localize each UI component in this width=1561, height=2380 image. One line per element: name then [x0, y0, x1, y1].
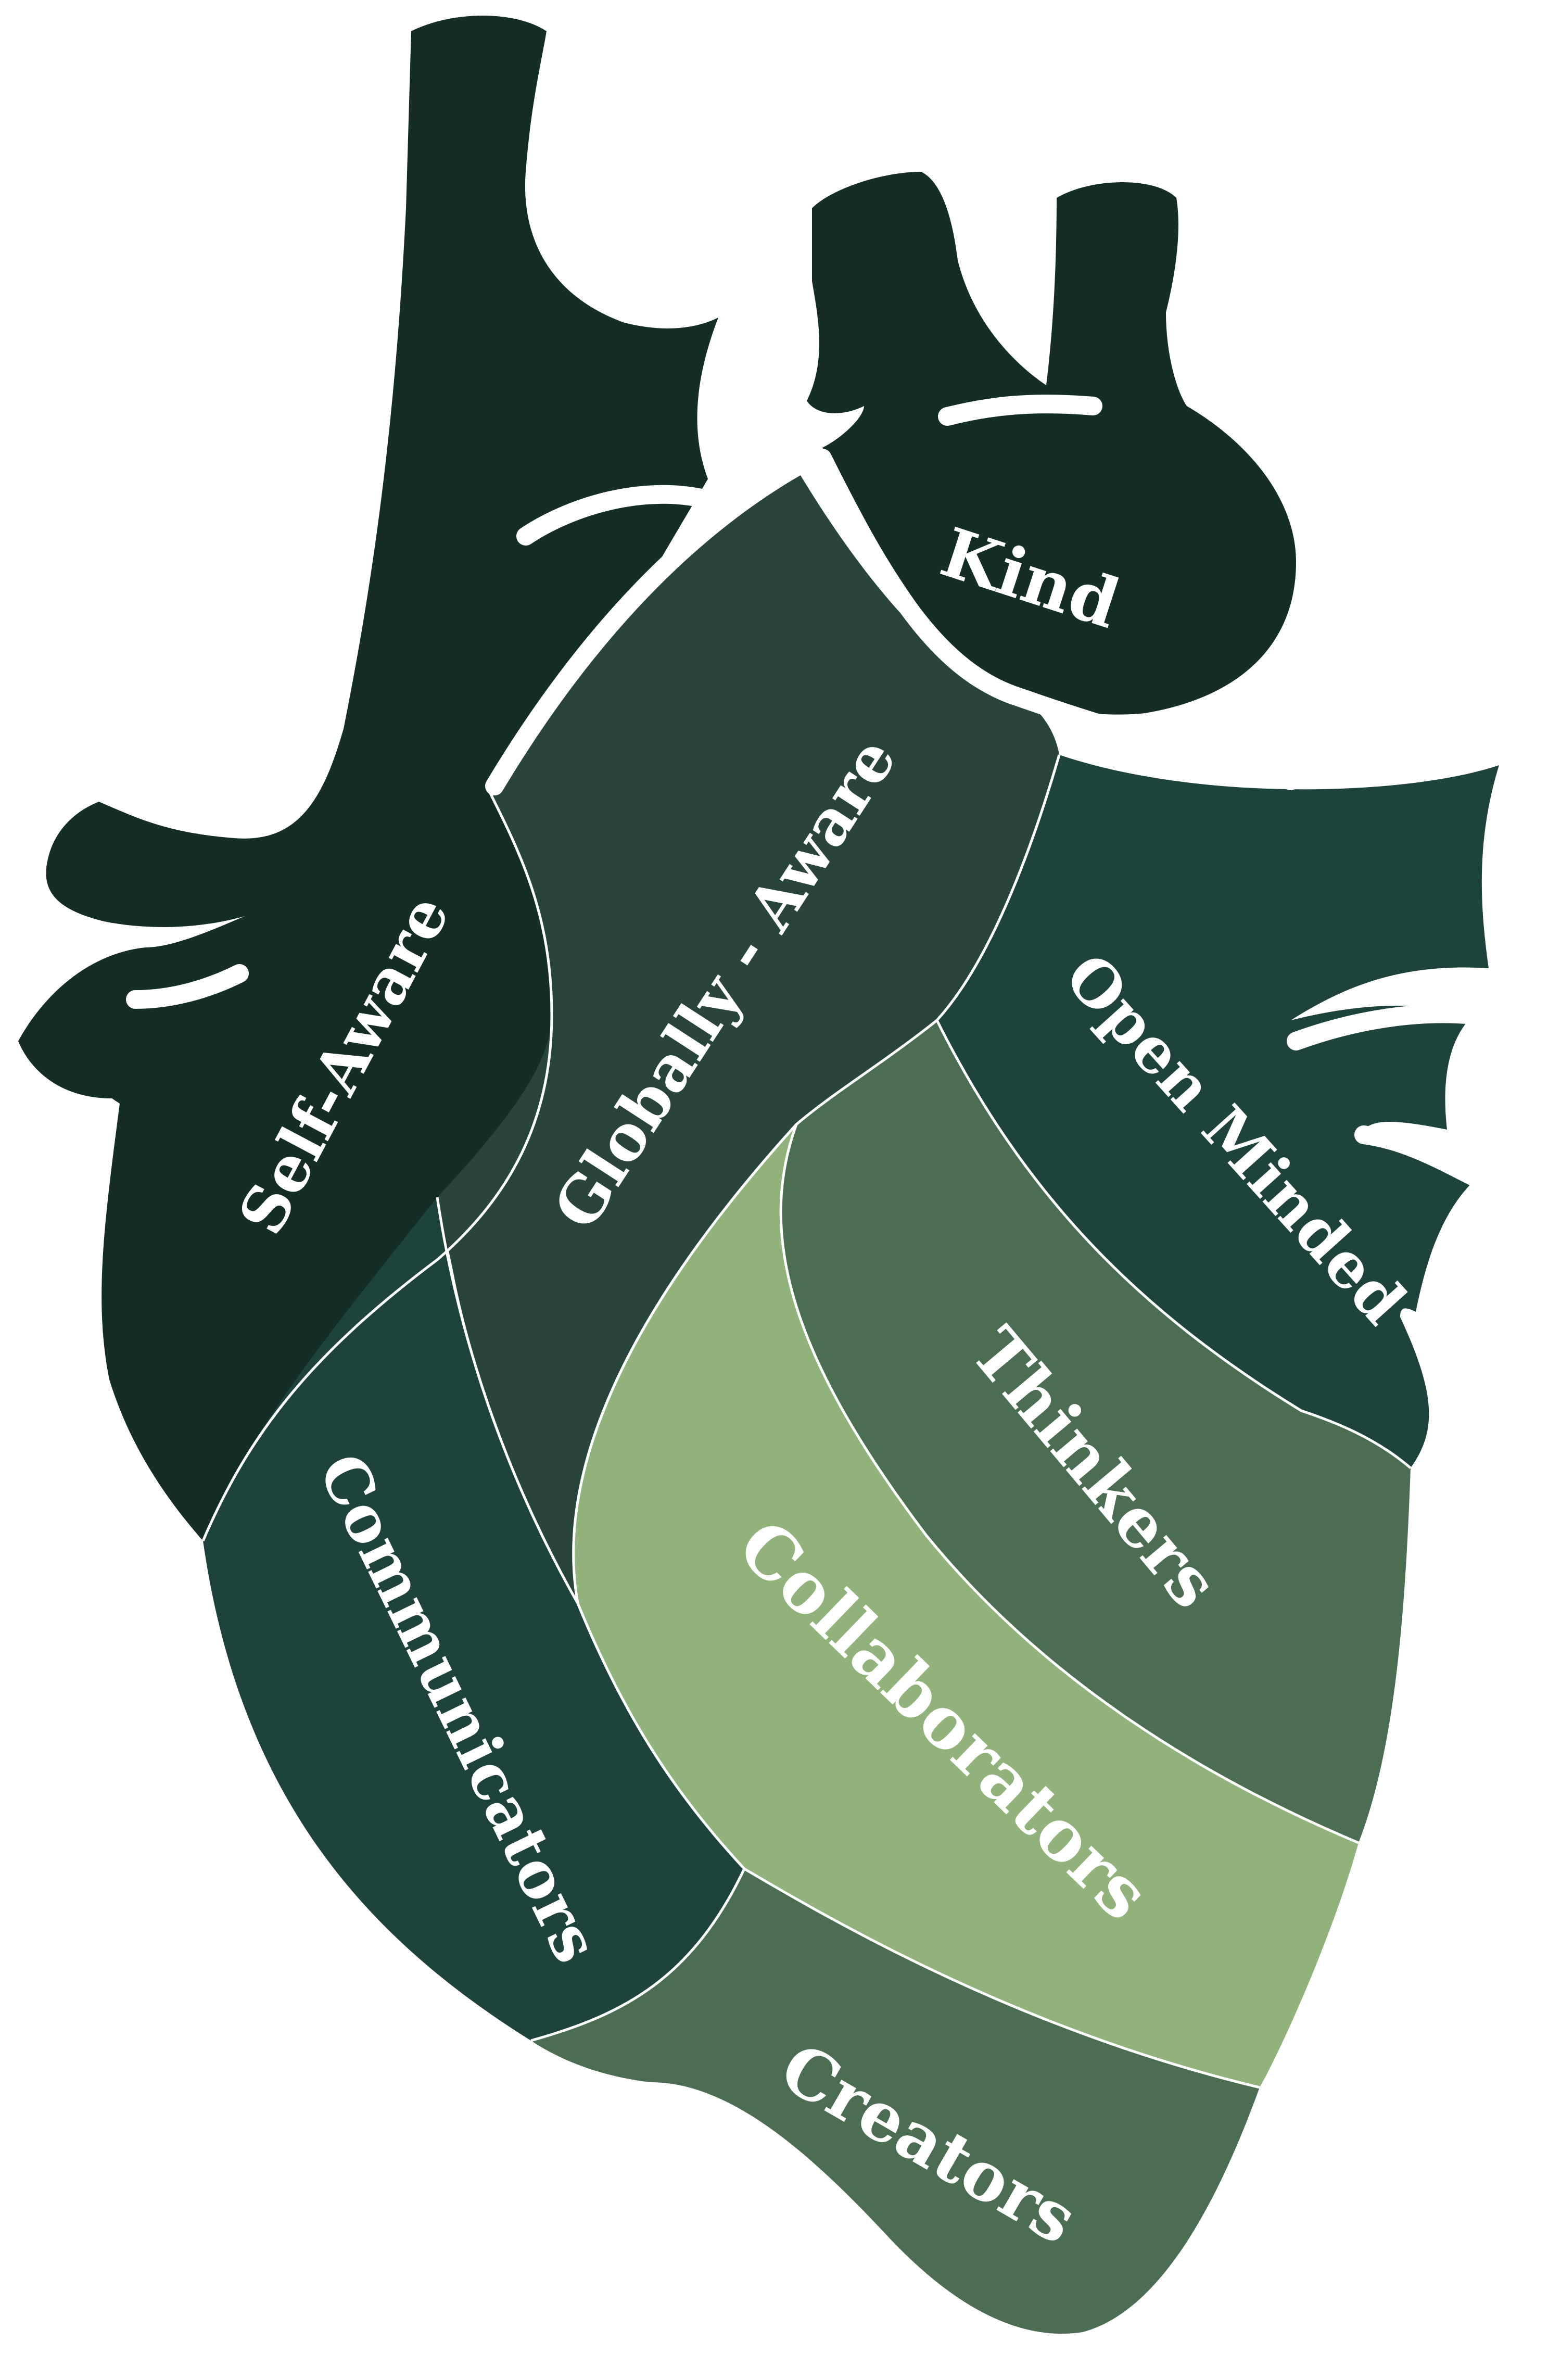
- vessel-outline-upper: [516, 485, 717, 546]
- region-globally-aware: [437, 469, 1059, 1603]
- vessel-outline-kind-base: [813, 449, 1300, 790]
- seam-open-thinkers: [935, 1019, 1412, 1469]
- seam-communicators-collaborators: [576, 1603, 745, 1870]
- vessel-outline-arch: [485, 449, 821, 795]
- seam-self-globally: [201, 790, 553, 1541]
- region-open-minded: [937, 755, 1499, 1468]
- vessel-outline-right-2: [1354, 1125, 1482, 1186]
- region-collaborators: [573, 1124, 1359, 2087]
- seam-collaborators-creators: [743, 1867, 1260, 2089]
- region-creators: [531, 1869, 1260, 2334]
- vessel-outline-left: [126, 964, 249, 1009]
- seam-globally-communicators: [436, 1197, 579, 1604]
- seam-thinkers-collaborators: [779, 1124, 1359, 1844]
- region-thinkers: [781, 1020, 1411, 1843]
- seam-communicators-creators: [530, 1868, 746, 2042]
- region-self-aware: [18, 16, 718, 1541]
- seam-globally-open: [936, 754, 1061, 1021]
- seam-globally-collaborators: [572, 1019, 938, 1604]
- vessel-outline-top-stub: [938, 395, 1102, 426]
- region-communicators: [203, 1197, 744, 2041]
- region-kind: [807, 172, 1296, 715]
- vessel-outline-right-1: [1287, 1004, 1482, 1050]
